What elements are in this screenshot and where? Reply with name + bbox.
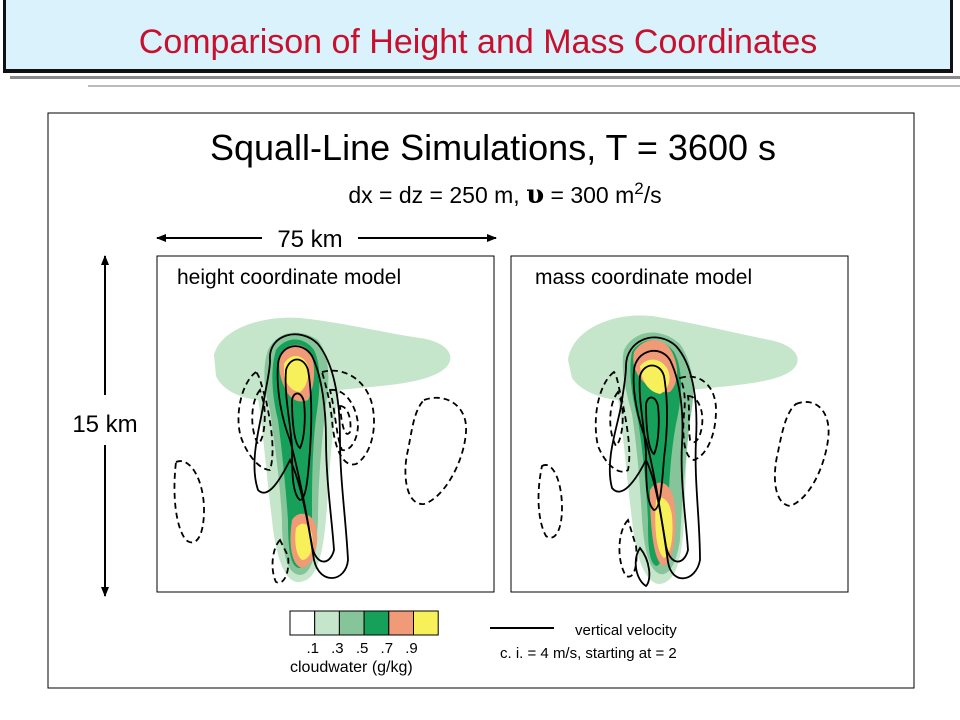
updraft-contours (253, 333, 349, 579)
legend-contour-info: c. i. = 4 m/s, starting at = 2 (500, 645, 677, 662)
colorbar-tick-label: .9 (405, 640, 418, 657)
downdraft-contours (537, 370, 830, 578)
downdraft-contours (173, 369, 467, 584)
vertical-scale-label: 15 km (72, 411, 137, 438)
horizontal-scale-arrow: 75 km (156, 226, 497, 253)
horizontal-scale-label: 75 km (277, 226, 342, 253)
colorbar-swatch (413, 610, 439, 636)
colorbar-tick-label: .7 (381, 640, 394, 657)
title-bar: Comparison of Height and Mass Coordinate… (3, 0, 960, 79)
cloudwater-0.9 (640, 359, 670, 394)
cloudwater-0.5 (630, 340, 681, 566)
cloudwater-0.9-lower (295, 523, 313, 560)
legend: vertical velocity c. i. = 4 m/s, startin… (490, 622, 677, 662)
figure-subtitle: dx = dz = 250 m, υ = 300 m2/s (348, 179, 661, 210)
panel-label: mass coordinate model (535, 266, 752, 289)
colorbar-tick-label: .1 (306, 640, 319, 657)
updraft-contours (608, 336, 701, 588)
vertical-scale-arrow: 15 km (72, 255, 138, 597)
figure-title: Squall-Line Simulations, T = 3600 s (210, 127, 776, 168)
subtitle-suffix: /s (644, 182, 662, 208)
cloudwater-0.9 (284, 355, 309, 392)
subtitle-superscript: 2 (634, 179, 643, 198)
colorbar-tick-label: .5 (356, 640, 369, 657)
mass-coordinate-panel: mass coordinate model (510, 255, 849, 593)
title-bar-shadow (10, 76, 960, 79)
colorbar-label: cloudwater (g/kg) (290, 659, 413, 676)
height-coordinate-panel: height coordinate model (156, 255, 495, 593)
colorbar-swatch (289, 610, 316, 636)
slide-title: Comparison of Height and Mass Coordinate… (138, 23, 818, 61)
subtitle-mid: = 300 m (544, 182, 634, 208)
nu-symbol: υ (526, 180, 544, 210)
subtitle-prefix: dx = dz = 250 m, (348, 182, 526, 208)
legend-line-label: vertical velocity (575, 622, 677, 639)
colorbar-swatch (338, 610, 365, 636)
colorbar-tick-label: .3 (331, 640, 344, 657)
cloudwater-colorbar (289, 610, 439, 636)
colorbar-swatch (388, 610, 414, 636)
colorbar-swatch (363, 610, 390, 636)
colorbar-swatch (314, 610, 340, 636)
colorbar-ticks: .1 .3 .5 .7 .9 (306, 640, 417, 657)
panel-label: height coordinate model (177, 266, 401, 289)
